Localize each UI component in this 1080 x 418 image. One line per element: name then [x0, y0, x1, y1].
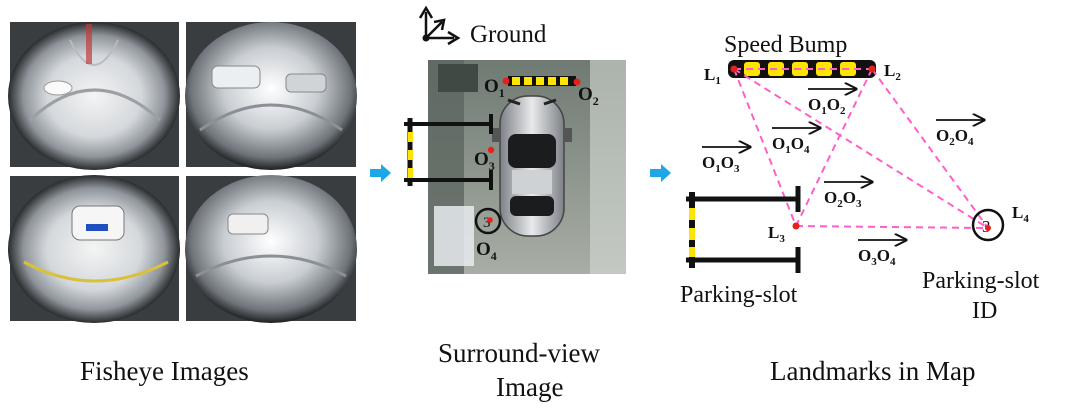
- svg-text:O2O4: O2O4: [936, 126, 974, 148]
- vector-o1o4: O1O4: [772, 128, 820, 156]
- svg-text:O2O3: O2O3: [824, 188, 862, 210]
- vector-o2o4: O2O4: [936, 120, 984, 148]
- parking-slot-id-label-2: ID: [972, 298, 997, 324]
- label-l3: L3: [768, 223, 785, 245]
- fisheye-image-right: [185, 175, 357, 323]
- fisheye-image-rear: [185, 22, 357, 170]
- vector-o3o4: O3O4: [858, 240, 906, 268]
- fisheye-image-left: [8, 175, 180, 323]
- parking-slot-image: [404, 114, 495, 190]
- landmark-l3-point: [792, 222, 800, 230]
- right-arrow-icon: [370, 164, 391, 182]
- surround-view-image: 3 O1 O2 O3 O4: [404, 60, 626, 274]
- label-l4: L4: [1012, 203, 1029, 225]
- right-arrow-icon: [650, 164, 671, 182]
- axes-icon: [418, 5, 461, 46]
- label-o1: O1: [484, 76, 505, 100]
- landmark-l1-point: [730, 65, 738, 73]
- parking-slot-map: [686, 186, 801, 273]
- landmark-l2-point: [868, 65, 876, 73]
- speed-bump-image: [502, 76, 581, 86]
- svg-text:O1O3: O1O3: [702, 153, 740, 175]
- svg-text:O1O2: O1O2: [808, 95, 846, 117]
- label-o2: O2: [578, 84, 599, 108]
- label-l2: L2: [884, 61, 901, 83]
- caption-landmarks: Landmarks in Map: [770, 356, 975, 386]
- svg-text:O3O4: O3O4: [858, 246, 896, 268]
- parking-slot-id-label-1: Parking-slot: [922, 268, 1040, 294]
- vector-o2o3: O2O3: [824, 182, 872, 210]
- parking-slot-label: Parking-slot: [680, 282, 798, 308]
- svg-text:O1O4: O1O4: [772, 134, 810, 156]
- label-l1: L1: [704, 65, 721, 87]
- vector-o1o3: O1O3: [702, 147, 750, 175]
- landmark-graph-edges: [733, 68, 989, 229]
- svg-text:3: 3: [483, 215, 491, 231]
- fisheye-image-grid: [8, 22, 357, 323]
- label-o4: O4: [476, 239, 497, 263]
- caption-surround-line2: Image: [496, 372, 563, 402]
- car-icon: [492, 95, 572, 237]
- parking-slot-id-map: 3: [971, 208, 1005, 242]
- fisheye-image-front: [8, 22, 180, 170]
- label-o3: O3: [474, 149, 495, 173]
- caption-fisheye: Fisheye Images: [80, 356, 249, 386]
- ground-label: Ground: [470, 21, 547, 48]
- speed-bump-label: Speed Bump: [724, 32, 847, 58]
- landmark-map: Speed Bump L1 L2 L3 L4: [680, 32, 1040, 324]
- vector-o1o2: O1O2: [808, 89, 856, 117]
- parking-slot-id-image: 3: [474, 207, 502, 235]
- caption-surround-line1: Surround-view: [438, 338, 600, 368]
